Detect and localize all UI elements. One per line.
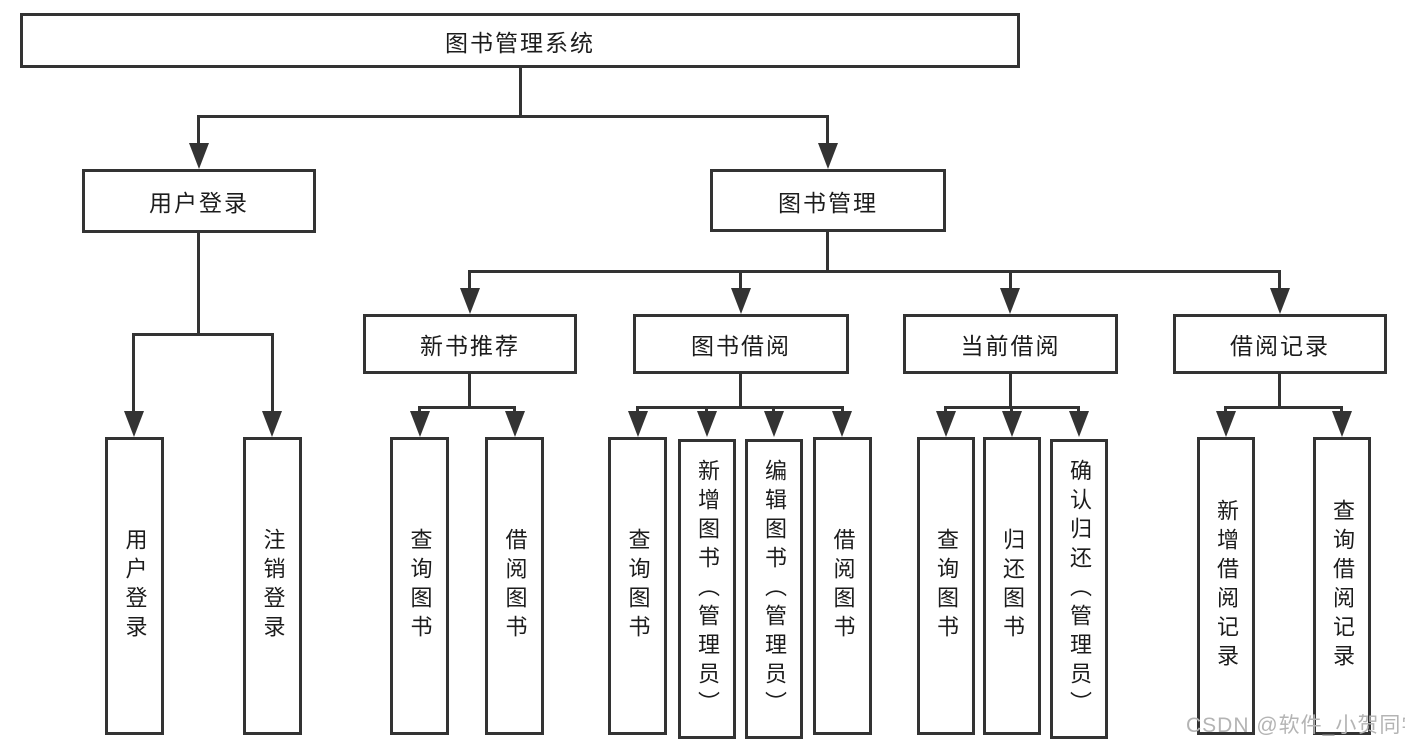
connector-book-borrow-drop	[739, 270, 742, 290]
leaf-bb-add-books-admin-label: 新增图书（管理员）	[695, 458, 720, 720]
node-new-book-recommend-label: 新书推荐	[420, 333, 520, 359]
leaf-logout-label: 注销登录	[260, 528, 286, 644]
connector-root-stem	[519, 68, 522, 117]
connector-cb-leaf2-drop	[1010, 406, 1013, 413]
leaf-nb-query-books-label: 查询图书	[407, 528, 433, 644]
arrowhead-cb-leaf3	[1069, 411, 1089, 437]
connector-bb-leaf1-drop	[636, 406, 639, 413]
connector-cb-leaf3-drop	[1077, 406, 1080, 413]
connector-leaf-logout-drop	[271, 333, 274, 413]
connector-borrow-records-stem	[1278, 372, 1281, 409]
arrowhead-leaf-login	[124, 411, 144, 437]
connector-level3-hline	[468, 270, 1281, 273]
arrowhead-nb-leaf2	[505, 411, 525, 437]
leaf-cb-query-books-label: 查询图书	[934, 528, 959, 644]
leaf-br-add-record: 新增借阅记录	[1197, 437, 1255, 735]
connector-level2-hline	[197, 115, 829, 118]
arrowhead-book-mgmt	[818, 143, 838, 169]
connector-new-book-hline	[418, 406, 516, 409]
leaf-bb-query-books: 查询图书	[608, 437, 667, 735]
node-library-system: 图书管理系统	[20, 13, 1020, 68]
arrowhead-bb-leaf3	[764, 411, 784, 437]
leaf-cb-confirm-return-admin: 确认归还（管理员）	[1050, 439, 1108, 739]
arrowhead-bb-leaf4	[832, 411, 852, 437]
connector-current-borrow-drop	[1009, 270, 1012, 290]
connector-user-login-drop	[197, 115, 200, 145]
node-borrow-records: 借阅记录	[1173, 314, 1387, 374]
connector-new-book-drop	[468, 270, 471, 290]
arrowhead-current-borrow	[1000, 288, 1020, 314]
connector-book-mgmt-stem	[826, 230, 829, 273]
arrowhead-user-login	[189, 143, 209, 169]
leaf-logout: 注销登录	[243, 437, 302, 735]
node-user-login-label: 用户登录	[149, 190, 249, 216]
node-book-borrow-label: 图书借阅	[691, 333, 791, 359]
node-current-borrow: 当前借阅	[903, 314, 1118, 374]
node-book-management: 图书管理	[710, 169, 946, 232]
leaf-cb-query-books: 查询图书	[917, 437, 975, 735]
leaf-nb-borrow-books-label: 借阅图书	[502, 528, 528, 644]
arrowhead-borrow-record	[1270, 288, 1290, 314]
arrowhead-nb-leaf1	[410, 411, 430, 437]
arrowhead-bb-leaf1	[628, 411, 648, 437]
leaf-br-add-record-label: 新增借阅记录	[1214, 499, 1239, 673]
leaf-bb-borrow-books: 借阅图书	[813, 437, 872, 735]
arrowhead-br-leaf2	[1332, 411, 1352, 437]
connector-book-mgmt-drop	[826, 115, 829, 145]
connector-leaf-login-drop	[132, 333, 135, 413]
connector-br-leaf2-drop	[1340, 406, 1343, 413]
arrowhead-bb-leaf2	[697, 411, 717, 437]
connector-current-borrow-stem	[1009, 372, 1012, 409]
arrowhead-leaf-logout	[262, 411, 282, 437]
node-book-management-label: 图书管理	[778, 189, 878, 216]
connector-nb-leaf2-drop	[513, 406, 516, 413]
node-new-book-recommend: 新书推荐	[363, 314, 577, 374]
connector-bb-leaf3-drop	[772, 406, 775, 413]
connector-borrow-record-drop	[1278, 270, 1281, 290]
connector-user-login-hline	[132, 333, 274, 336]
node-current-borrow-label: 当前借阅	[960, 333, 1061, 359]
leaf-cb-confirm-return-admin-label: 确认归还（管理员）	[1067, 458, 1092, 720]
arrowhead-book-borrow	[731, 288, 751, 314]
leaf-bb-query-books-label: 查询图书	[625, 528, 651, 644]
leaf-user-login-label: 用户登录	[122, 528, 148, 644]
node-borrow-records-label: 借阅记录	[1230, 333, 1330, 359]
leaf-bb-edit-books-admin: 编辑图书（管理员）	[745, 439, 803, 739]
node-library-system-label: 图书管理系统	[445, 29, 595, 56]
connector-new-book-stem	[468, 372, 471, 409]
connector-bb-leaf4-drop	[841, 406, 844, 413]
leaf-br-query-record: 查询借阅记录	[1313, 437, 1371, 735]
arrowhead-cb-leaf2	[1002, 411, 1022, 437]
leaf-cb-return-books-label: 归还图书	[1000, 528, 1025, 644]
connector-nb-leaf1-drop	[418, 406, 421, 413]
connector-cb-leaf1-drop	[944, 406, 947, 413]
leaf-bb-add-books-admin: 新增图书（管理员）	[678, 439, 736, 739]
node-book-borrow: 图书借阅	[633, 314, 849, 374]
leaf-nb-query-books: 查询图书	[390, 437, 449, 735]
arrowhead-br-leaf1	[1216, 411, 1236, 437]
watermark: CSDN @软件_小贺同学	[1186, 714, 1405, 737]
leaf-bb-borrow-books-label: 借阅图书	[830, 528, 856, 644]
connector-br-leaf1-drop	[1224, 406, 1227, 413]
arrowhead-new-book	[460, 288, 480, 314]
connector-book-borrow-stem	[739, 372, 742, 409]
leaf-user-login: 用户登录	[105, 437, 164, 735]
node-user-login: 用户登录	[82, 169, 316, 233]
arrowhead-cb-leaf1	[936, 411, 956, 437]
leaf-bb-edit-books-admin-label: 编辑图书（管理员）	[762, 458, 787, 720]
leaf-cb-return-books: 归还图书	[983, 437, 1041, 735]
connector-borrow-records-hline	[1224, 406, 1343, 409]
connector-book-borrow-hline	[636, 406, 844, 409]
leaf-nb-borrow-books: 借阅图书	[485, 437, 544, 735]
connector-user-login-stem	[197, 230, 200, 336]
connector-bb-leaf2-drop	[705, 406, 708, 413]
leaf-br-query-record-label: 查询借阅记录	[1330, 499, 1355, 673]
